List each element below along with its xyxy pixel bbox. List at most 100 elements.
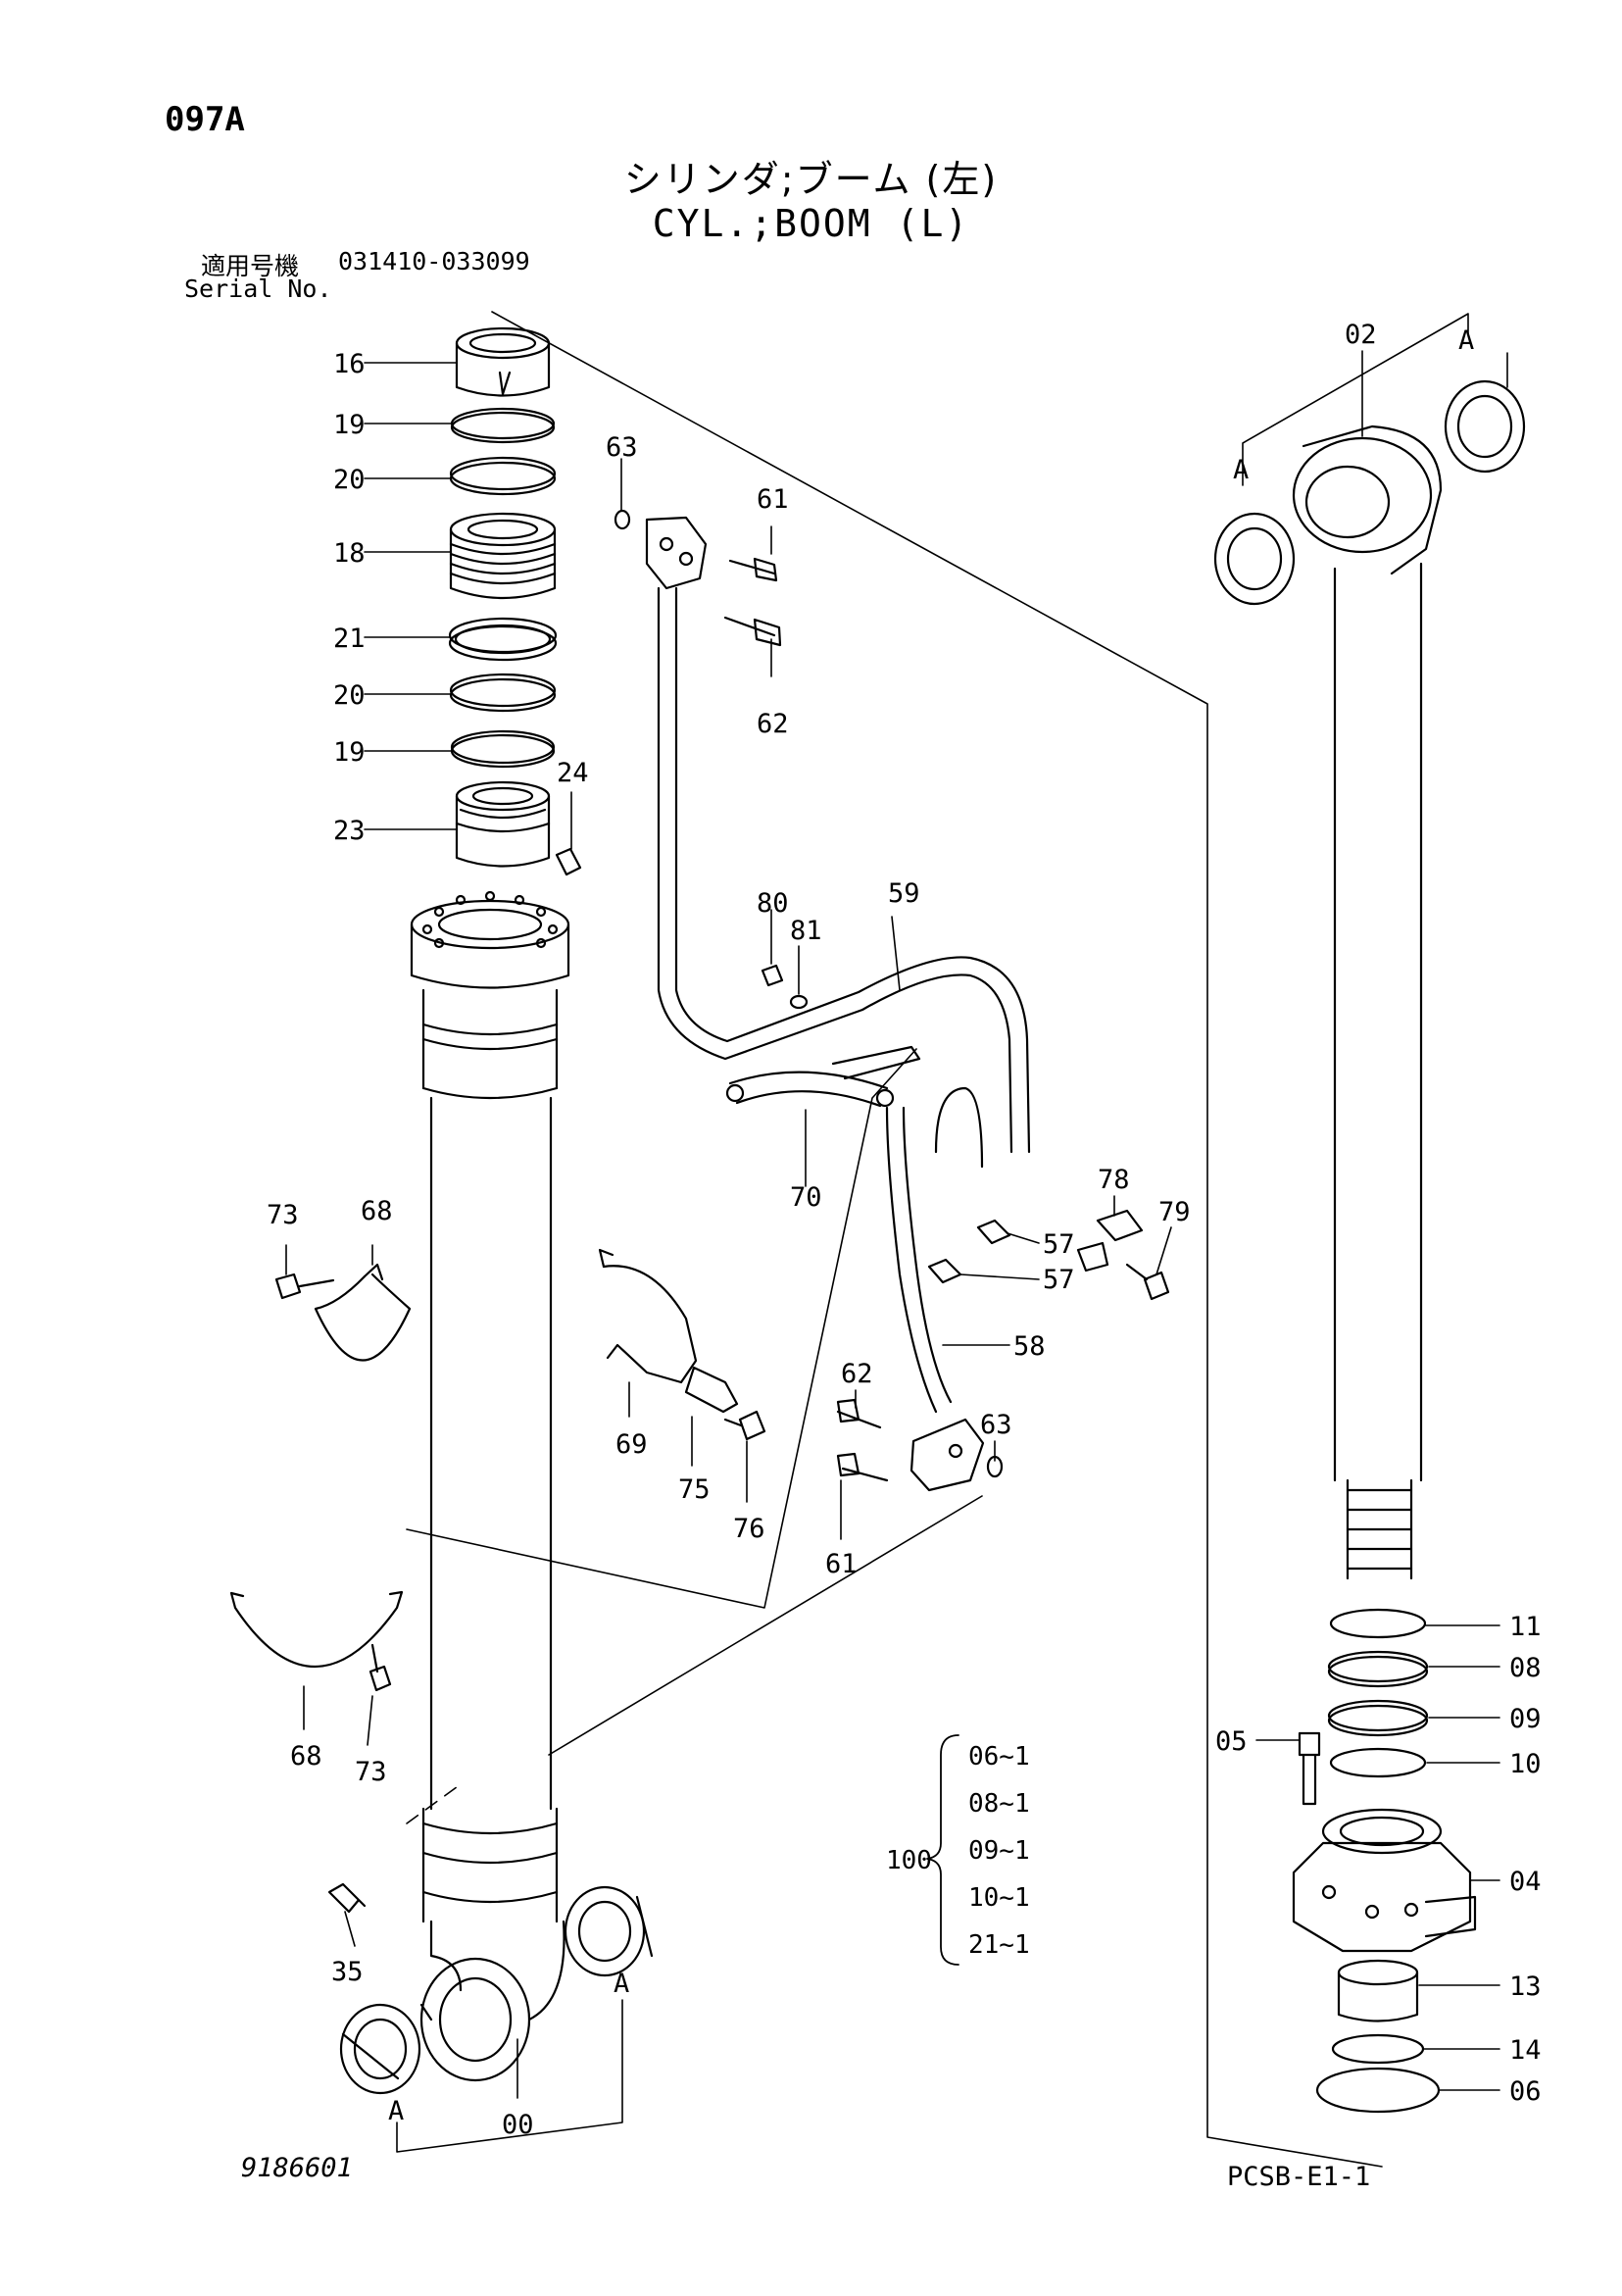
part-04-head bbox=[1292, 1808, 1477, 1953]
part-57-nut-a bbox=[976, 1219, 1011, 1245]
label-09: 09 bbox=[1509, 1704, 1542, 1734]
part-05-screw bbox=[1298, 1731, 1321, 1806]
leader-lines bbox=[285, 350, 1508, 2099]
bushing-right-a bbox=[564, 1885, 654, 1977]
label-06: 06 bbox=[1509, 2076, 1542, 2107]
label-18: 18 bbox=[333, 538, 366, 569]
label-59: 59 bbox=[888, 878, 920, 909]
label-21: 21 bbox=[333, 624, 366, 654]
part-35-grease-nipple bbox=[327, 1882, 367, 1914]
label-11: 11 bbox=[1509, 1612, 1542, 1642]
label-19: 19 bbox=[333, 410, 366, 440]
label-80: 80 bbox=[757, 888, 789, 919]
serial-label-english: Serial No. bbox=[184, 275, 332, 303]
kit-item: 08~1 bbox=[968, 1789, 1030, 1819]
part-79-bolt bbox=[1125, 1263, 1170, 1301]
part-69-clamp bbox=[598, 1248, 698, 1384]
label-73: 73 bbox=[355, 1757, 387, 1787]
bushing-a-right bbox=[1444, 379, 1526, 474]
part-16-bushing bbox=[455, 326, 551, 397]
label-76: 76 bbox=[733, 1514, 765, 1544]
label-63: 63 bbox=[980, 1410, 1012, 1440]
label-75: 75 bbox=[678, 1474, 711, 1505]
part-20-ring-upper bbox=[449, 456, 557, 496]
label-61: 61 bbox=[757, 484, 789, 515]
reference-frames bbox=[396, 313, 1469, 2153]
label-08: 08 bbox=[1509, 1653, 1542, 1683]
part-70-clamp bbox=[725, 1045, 921, 1108]
pipe-flange-upper bbox=[645, 516, 708, 590]
part-18-piston bbox=[449, 512, 557, 600]
label-70: 70 bbox=[790, 1182, 822, 1213]
part-21-ring bbox=[448, 617, 558, 662]
part-10-ring bbox=[1329, 1747, 1427, 1778]
part-62-bolt-lower bbox=[836, 1398, 882, 1429]
label-63: 63 bbox=[606, 432, 638, 463]
part-02-rod bbox=[1292, 424, 1443, 1580]
label-23: 23 bbox=[333, 816, 366, 846]
part-09-ring bbox=[1327, 1699, 1429, 1737]
label-20: 20 bbox=[333, 680, 366, 711]
title-japanese: シリンダ;ブーム (左) bbox=[623, 158, 999, 201]
label-79: 79 bbox=[1158, 1197, 1191, 1227]
label-a: A bbox=[1458, 325, 1474, 356]
part-78-clip bbox=[1076, 1209, 1144, 1273]
part-19-ring-upper bbox=[450, 407, 556, 444]
part-58-pipe bbox=[885, 1086, 984, 1414]
label-10: 10 bbox=[1509, 1749, 1542, 1779]
label-a: A bbox=[388, 2096, 404, 2126]
kit-number: 100 bbox=[886, 1846, 932, 1875]
label-05: 05 bbox=[1215, 1726, 1248, 1757]
bushing-left-a bbox=[339, 2003, 433, 2095]
label-81: 81 bbox=[790, 916, 822, 946]
title-english: CYL.;BOOM (L) bbox=[652, 202, 970, 245]
part-06-ring bbox=[1315, 2067, 1441, 2114]
drawing-number: 9186601 bbox=[241, 2153, 353, 2183]
part-80-nut bbox=[761, 964, 784, 987]
part-73-bolt-upper bbox=[274, 1273, 335, 1300]
label-a: A bbox=[1233, 455, 1249, 485]
part-00-cylinder-tube bbox=[410, 890, 570, 2082]
part-labels: 16 19 20 18 21 20 19 23 24 63 61 62 80 8… bbox=[267, 320, 1542, 2140]
bushing-a-left bbox=[1213, 512, 1296, 606]
kit-item: 06~1 bbox=[968, 1742, 1030, 1772]
phantom-lines bbox=[406, 311, 1383, 2168]
label-04: 04 bbox=[1509, 1867, 1542, 1897]
part-14-ring bbox=[1331, 2033, 1425, 2065]
part-63-oring-upper bbox=[614, 509, 631, 530]
pipe-flange-lower bbox=[909, 1418, 985, 1492]
part-75-clip bbox=[684, 1366, 739, 1414]
part-24-setscrew bbox=[555, 847, 582, 876]
part-61-bolt-lower bbox=[836, 1452, 889, 1482]
label-a: A bbox=[614, 1969, 629, 1999]
label-00: 00 bbox=[502, 2110, 534, 2140]
part-11-ring bbox=[1329, 1608, 1427, 1639]
label-62: 62 bbox=[757, 709, 789, 739]
kit-100-group: 100 06~1 08~1 09~1 10~1 21~1 bbox=[886, 1734, 1030, 1966]
label-20: 20 bbox=[333, 465, 366, 495]
part-73-bolt-lower bbox=[369, 1643, 392, 1692]
label-78: 78 bbox=[1098, 1165, 1130, 1195]
part-68-band-lower bbox=[229, 1590, 404, 1669]
part-13-bushing bbox=[1337, 1959, 1419, 2022]
label-16: 16 bbox=[333, 349, 366, 379]
label-19: 19 bbox=[333, 737, 366, 768]
label-61: 61 bbox=[825, 1549, 858, 1579]
label-13: 13 bbox=[1509, 1972, 1542, 2002]
label-57: 57 bbox=[1043, 1229, 1075, 1260]
part-76-bolt bbox=[723, 1410, 766, 1441]
part-81-washer bbox=[789, 994, 809, 1010]
part-59-pipe bbox=[657, 586, 1031, 1154]
part-19-ring-lower bbox=[450, 729, 556, 769]
kit-item: 21~1 bbox=[968, 1930, 1030, 1960]
page-reference: PCSB-E1-1 bbox=[1227, 2162, 1371, 2192]
kit-item: 10~1 bbox=[968, 1883, 1030, 1913]
part-23-nut bbox=[455, 780, 551, 868]
serial-range: 031410-033099 bbox=[338, 247, 530, 275]
label-69: 69 bbox=[615, 1429, 648, 1460]
part-62-bolt-upper bbox=[723, 616, 782, 647]
serial-label-japanese: 適用号機 bbox=[201, 252, 300, 280]
kit-item: 09~1 bbox=[968, 1836, 1030, 1866]
part-57-nut-b bbox=[927, 1258, 962, 1284]
